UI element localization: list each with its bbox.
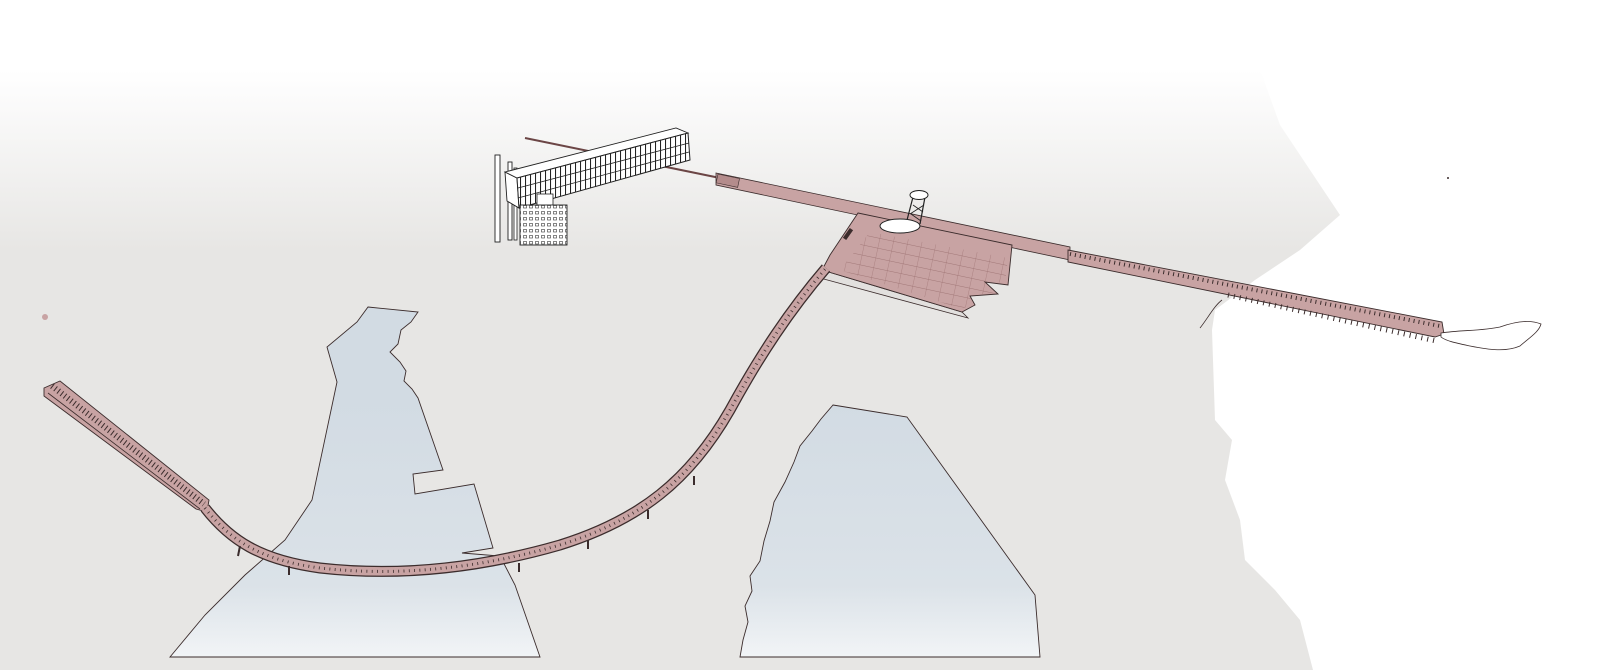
bridge-railing	[203, 267, 828, 573]
tower-disk	[879, 218, 921, 234]
platform-bench	[842, 227, 854, 241]
curved-bridge	[200, 264, 831, 577]
right-pier-deck	[1067, 249, 1445, 338]
chimney	[494, 154, 501, 243]
end-island	[1440, 321, 1542, 351]
annex-building	[519, 204, 568, 246]
right-pier	[1067, 249, 1445, 344]
left-pier-railing	[50, 383, 206, 507]
industrial-building	[494, 127, 691, 246]
marker-dot	[1447, 177, 1449, 179]
annex-roof-block	[536, 193, 554, 207]
water-basin-right	[739, 404, 1041, 658]
central-platform	[819, 212, 1013, 319]
tower-cap	[909, 190, 929, 200]
bridge-support	[237, 545, 241, 557]
walkway-landing	[715, 173, 740, 188]
tower	[879, 190, 929, 234]
tower-column	[919, 196, 926, 225]
facade-band	[517, 151, 690, 199]
tower-brace	[910, 213, 922, 222]
platform-grid	[840, 232, 1008, 309]
coastline-detail	[1199, 299, 1223, 329]
land-mass	[0, 0, 1340, 670]
facade-band	[517, 142, 690, 189]
marker-dot	[42, 314, 48, 320]
tower-brace	[909, 204, 925, 215]
left-pier-edge	[47, 392, 201, 510]
